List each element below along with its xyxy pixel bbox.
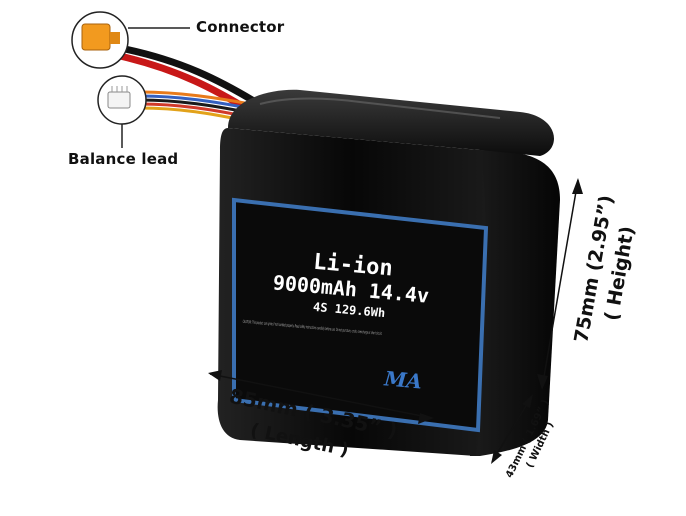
wire-bundle (119, 44, 264, 122)
battery-side (470, 150, 560, 456)
jst-plug-icon (107, 91, 131, 109)
label-config-energy: 4S 129.6Wh (313, 300, 386, 320)
battery-label (232, 197, 489, 433)
connector-callout (71, 11, 190, 69)
logo: MA (382, 366, 423, 393)
xt-connector-icon (81, 23, 111, 51)
length-dimension-line (208, 370, 434, 424)
connector-label: Connector (196, 18, 285, 36)
height-dimension-line (537, 178, 583, 390)
balance-lead-callout (97, 75, 147, 148)
balance-lead-label: Balance lead (68, 150, 179, 168)
battery-top (228, 89, 554, 156)
width-dimension-line (491, 394, 533, 464)
